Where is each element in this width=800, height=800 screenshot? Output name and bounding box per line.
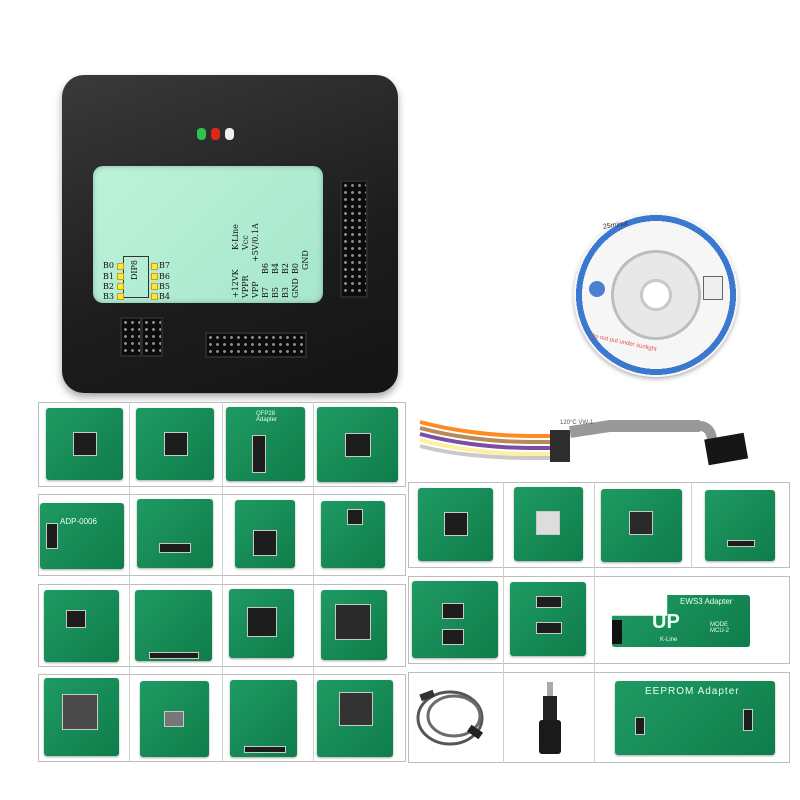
adapter-board <box>140 681 209 757</box>
adapter-board <box>514 487 583 561</box>
pin-label-vppr: VPPR <box>241 275 250 298</box>
pin-pad <box>117 273 124 280</box>
pin-pad <box>151 273 158 280</box>
pin-label-b1: B1 <box>103 272 114 281</box>
pin-label-b2: B2 <box>103 282 114 291</box>
adapter-board <box>601 489 682 562</box>
adapter-board <box>135 590 212 661</box>
side-pin-header <box>340 180 368 298</box>
grid-separator <box>129 402 130 762</box>
adapter-board-adp: ADP-0006 <box>40 503 124 569</box>
cable-label: 120°C VW-1 <box>560 420 594 426</box>
adp-label: ADP-0006 <box>60 517 97 526</box>
up-label: UP <box>652 611 680 633</box>
pin-label-5v: +5V/0.1A <box>251 223 260 262</box>
pin-label-b7: B7 <box>261 287 270 298</box>
pin-label-vpp: VPP <box>251 281 260 298</box>
left-pin-header-2 <box>141 317 163 357</box>
usb-cable-icon <box>416 689 484 746</box>
cd-panda-icon <box>589 281 605 297</box>
kline-label: K-Line <box>660 637 678 643</box>
red-led-icon <box>211 128 220 140</box>
adapter-board-tsop <box>235 500 295 568</box>
grid-separator <box>222 402 223 762</box>
qfp28-label: QFP28 Adapter <box>256 411 278 423</box>
pin-pad <box>151 263 158 270</box>
bottom-pin-header <box>205 332 307 358</box>
pin-pad <box>117 283 124 290</box>
pin-label-b3: B3 <box>103 292 114 301</box>
adapter-board-qfp3 <box>317 407 398 482</box>
adapter-board-qfp28: QFP28 Adapter <box>226 407 305 481</box>
pin-label-b4: B4 <box>271 263 280 274</box>
pin-pad <box>151 293 158 300</box>
device-label-panel: DIP8 B0 B1 B2 B3 B7 B6 B5 B4 +12VK VPPR … <box>93 166 323 303</box>
adapter-board <box>321 501 385 568</box>
grid-separator <box>594 482 595 763</box>
adapter-board-qfp44 <box>418 488 493 561</box>
cd-logo-icon <box>703 276 723 300</box>
adapter-board-plcc3 <box>317 680 393 757</box>
grid-separator <box>503 482 504 763</box>
adapter-board <box>44 590 119 662</box>
ews3-label: EWS3 Adapter <box>680 597 733 606</box>
eeprom-label: EEPROM Adapter <box>645 686 740 697</box>
pin-label-b5: B5 <box>159 282 170 291</box>
ribbon-cable <box>419 420 749 466</box>
pin-label-b5: B5 <box>271 287 280 298</box>
dc-plug-icon <box>539 682 561 754</box>
pin-label-b6: B6 <box>261 263 270 274</box>
pin-label-gnd2: GND <box>301 250 310 270</box>
pin-label-vcc: Vcc <box>241 235 250 250</box>
adapter-board <box>137 499 213 568</box>
grid-separator <box>691 482 692 568</box>
adapter-board-dip2 <box>510 582 586 656</box>
ews3-connector <box>612 620 622 644</box>
adapter-board-eeprom <box>615 681 775 755</box>
left-pin-header <box>120 317 142 357</box>
pin-label-b3: B3 <box>281 287 290 298</box>
adapter-board <box>230 680 297 757</box>
adapter-board-tqfp <box>229 589 294 658</box>
grid-separator <box>313 402 314 762</box>
pin-label-b2: B2 <box>281 263 290 274</box>
adapter-board-qfp <box>46 408 123 480</box>
pin-pad <box>151 283 158 290</box>
pin-label-b6: B6 <box>159 272 170 281</box>
pin-label-b7: B7 <box>159 261 170 270</box>
white-led-icon <box>225 128 234 140</box>
pin-pad <box>117 263 124 270</box>
pin-label-b4: B4 <box>159 292 170 301</box>
pin-label-b0: B0 <box>291 263 300 274</box>
dip8-label: DIP8 <box>130 260 139 281</box>
adapter-board-plcc <box>321 590 387 660</box>
mode-label: MODE MCU-2 <box>710 622 729 634</box>
pin-label-12vk: +12VK <box>231 269 240 298</box>
adapter-board-plcc2 <box>44 678 119 756</box>
pin-label-b0: B0 <box>103 261 114 270</box>
pin-label-gnd: GND <box>291 278 300 298</box>
pin-pad <box>117 293 124 300</box>
adapter-board-dip <box>412 581 498 658</box>
adapter-board-qfp2 <box>136 408 214 480</box>
pin-label-kline: K-Line <box>231 224 240 250</box>
adapter-board <box>705 490 775 561</box>
green-led-icon <box>197 128 206 140</box>
